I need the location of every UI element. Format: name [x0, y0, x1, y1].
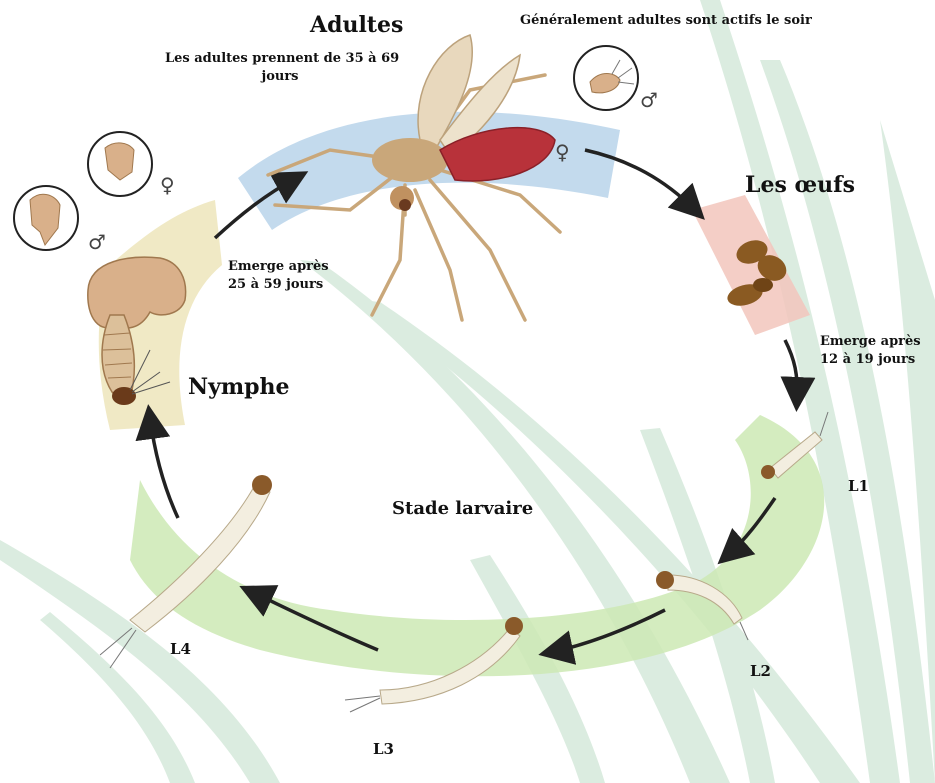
pupa-title: Nymphe	[188, 374, 290, 400]
instar-label-l4: L4	[170, 640, 191, 658]
pupa-emergence-line2: 25 à 59 jours	[228, 277, 323, 292]
adults-lifespan: Les adultes prennent de 35 à 69 jours	[165, 50, 395, 86]
adults-lifespan-line2: jours	[262, 69, 299, 84]
eggs-title: Les œufs	[745, 172, 855, 198]
adults-title: Adultes	[310, 12, 403, 38]
male-antenna-inset	[574, 46, 638, 110]
instar-label-l2: L2	[750, 662, 771, 680]
eggs-emergence: Emerge après 12 à 19 jours	[820, 333, 921, 369]
larva-illustrations	[100, 412, 828, 712]
instar-label-l3: L3	[373, 740, 394, 758]
instar-label-l1: L1	[848, 477, 869, 495]
female-symbol-adult: ♀	[555, 140, 570, 164]
adults-lifespan-line1: Les adultes prennent de 35 à 69	[165, 51, 399, 66]
larva-title: Stade larvaire	[392, 498, 533, 519]
female-symbol-inset: ♀	[160, 173, 175, 197]
male-symbol-antenna: ♂	[640, 88, 658, 112]
eggs-emergence-line1: Emerge après	[820, 334, 921, 349]
pupa-emergence: Emerge après 25 à 59 jours	[228, 258, 329, 294]
female-terminalia-inset	[88, 132, 152, 196]
arrow-l4-to-pupa	[150, 418, 178, 518]
male-terminalia-inset	[14, 186, 78, 250]
eggs-emergence-line2: 12 à 19 jours	[820, 352, 915, 367]
pupa-emergence-line1: Emerge après	[228, 259, 329, 274]
male-symbol-inset: ♂	[88, 230, 106, 254]
adults-activity-note: Généralement adultes sont actifs le soir	[520, 12, 812, 30]
